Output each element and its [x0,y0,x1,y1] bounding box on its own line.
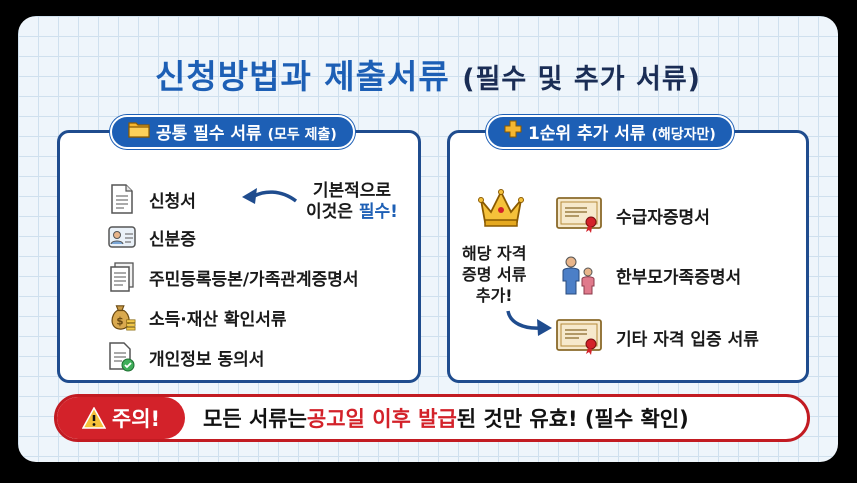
item-label: 한부모가족증명서 [616,267,742,288]
list-item: $ 소득·재산 확인서류 [108,301,287,333]
additional-note-line1: 해당 자격 [462,244,527,263]
certificate-icon [554,317,604,357]
plus-icon [504,116,522,150]
additional-note-line2: 증명 서류 [462,265,527,284]
document-icon [108,184,136,214]
list-item: 개인정보 동의서 [108,341,264,373]
page-title: 신청방법과 제출서류 (필수 및 추가 서류) [18,50,838,98]
item-label: 신분증 [149,229,196,250]
additional-note-line3: 추가! [475,286,513,305]
priority-additional-label: 1순위 추가 서류 [528,124,646,144]
certificate-icon [554,195,604,235]
priority-additional-documents-panel: 1순위 추가 서류 (해당자만) 해당 자격 증명 서류 추가! 수급자증명서 … [447,115,809,383]
warning-message-post: 된 것만 유효! (필수 확인) [456,407,689,431]
priority-additional-note: (해당자만) [651,127,716,143]
common-required-documents-panel: 공통 필수 서류 (모두 제출) 신청서 신분증 주민등록등본/가족관계증명서 … [57,115,421,383]
list-item: 주민등록등본/가족관계증명서 [108,261,359,293]
required-note-emphasis: 필수! [358,202,398,222]
crown-icon [478,188,524,232]
infographic-canvas: 신청방법과 제출서류 (필수 및 추가 서류) 공통 필수 서류 (모두 제출)… [18,16,838,462]
list-item: 한부모가족증명서 [554,255,741,295]
arrow-right-icon [504,309,554,343]
warning-message-pre: 모든 서류는 [203,407,307,431]
id-card-icon [108,222,136,252]
money-bag-icon: $ [108,302,136,332]
item-label: 주민등록등본/가족관계증명서 [149,269,359,290]
warning-badge: 주의! [57,397,185,439]
required-note: 기본적으로 이것은 필수! [306,181,398,223]
item-label: 소득·재산 확인서류 [149,309,287,330]
checked-document-icon [108,342,136,372]
papers-icon [108,262,136,292]
title-main: 신청방법과 제출서류 [155,57,450,96]
item-label: 기타 자격 입증 서류 [616,329,759,350]
list-item: 기타 자격 입증 서류 [554,317,759,357]
item-label: 수급자증명서 [616,207,710,228]
common-required-label: 공통 필수 서류 [156,124,262,144]
item-label: 신청서 [149,191,196,212]
item-label: 개인정보 동의서 [149,349,265,370]
arrow-left-icon [240,185,298,213]
warning-badge-label: 주의! [111,407,161,431]
required-note-line1: 기본적으로 [312,181,392,201]
family-icon [554,255,604,295]
additional-note: 해당 자격 증명 서류 추가! [462,243,526,306]
warning-message-emphasis: 공고일 이후 발급 [306,407,457,431]
list-item: 신분증 [108,221,196,253]
list-item: 신청서 [108,183,196,215]
common-required-note: (모두 제출) [267,127,337,143]
svg-text:$: $ [116,315,123,327]
folder-icon [128,116,150,150]
required-note-line2: 이것은 [306,202,359,222]
list-item: 수급자증명서 [554,195,710,235]
priority-additional-tag: 1순위 추가 서류 (해당자만) [486,115,734,149]
warning-icon [81,407,106,429]
common-required-tag: 공통 필수 서류 (모두 제출) [110,115,355,149]
title-sub: (필수 및 추가 서류) [462,64,701,95]
